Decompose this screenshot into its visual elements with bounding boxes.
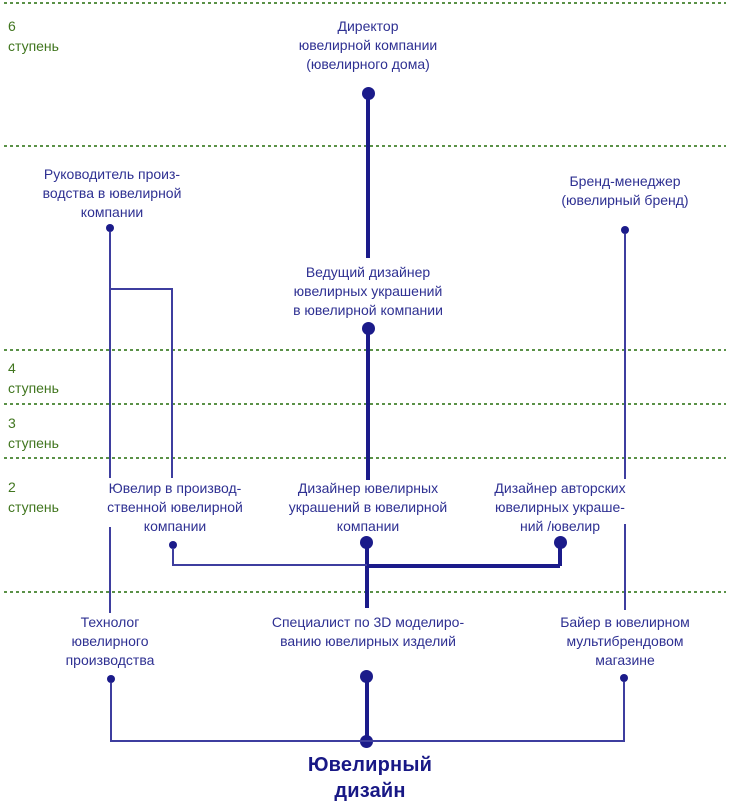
node-line: Директор: [337, 18, 399, 34]
step-word: ступень: [8, 380, 59, 396]
node-line: компании: [143, 518, 207, 534]
connector-dot-designer-author: [554, 536, 567, 549]
step-label-2: 2 ступень: [8, 477, 59, 517]
node-line: ний /ювелир: [519, 518, 601, 534]
node-line: компании: [80, 204, 144, 220]
title-line: Ювелирный: [307, 754, 433, 776]
step-label-6: 6 ступень: [8, 16, 59, 56]
connector-dot-buyer: [620, 674, 628, 682]
step-word: ступень: [8, 38, 59, 54]
node-jeweler-production: Ювелир в производ- ственной ювелирной ко…: [65, 479, 285, 536]
node-line: ственной ювелирной: [107, 499, 243, 515]
node-technologist: Технолог ювелирного производства: [30, 613, 190, 670]
node-line: Дизайнер авторских: [494, 480, 626, 496]
node-line: (ювелирный бренд): [561, 192, 689, 208]
node-line: Байер в ювелирном: [560, 614, 690, 630]
node-line: (ювелирного дома): [306, 56, 430, 72]
edge-brand-manager-down-lower: [624, 524, 626, 610]
edge-buyer-down: [623, 682, 625, 740]
node-line: Ювелир в производ-: [108, 480, 242, 496]
step-divider: [4, 145, 726, 147]
step-number: 6: [8, 18, 16, 34]
step-label-4: 4 ступень: [8, 358, 59, 398]
node-line: Специалист по 3D моделиро-: [271, 614, 465, 630]
step-label-3: 3 ступень: [8, 413, 59, 453]
edge-technologist-down: [110, 683, 112, 740]
edge-designer-author-down: [558, 545, 562, 566]
edge-head-production-down-lower: [109, 527, 111, 613]
diagram-title: Ювелирный дизайн: [255, 752, 485, 804]
edge-jeweler-down: [172, 548, 174, 566]
node-line: украшений в ювелирной: [288, 499, 448, 515]
edge-branch-to-jeweler: [109, 288, 173, 290]
connector-dot-jeweler: [169, 541, 177, 549]
edge-brand-manager-down-upper: [624, 234, 626, 479]
node-line: Ведущий дизайнер: [305, 264, 431, 280]
connector-dot-specialist: [360, 670, 373, 683]
connector-dot-brand-manager: [621, 226, 629, 234]
step-word: ступень: [8, 435, 59, 451]
step-number: 4: [8, 360, 16, 376]
node-brand-manager: Бренд-менеджер (ювелирный бренд): [525, 172, 725, 210]
node-line: Руководитель произ-: [43, 166, 181, 182]
node-line: ювелирных украше-: [495, 499, 625, 515]
step-number: 2: [8, 479, 16, 495]
node-designer-company: Дизайнер ювелирных украшений в ювелирной…: [253, 479, 483, 536]
node-line: водства в ювелирной: [42, 185, 182, 201]
node-director: Директор ювелирной компании (ювелирного …: [248, 17, 488, 74]
edge-jeweler-join: [172, 564, 367, 566]
step-word: ступень: [8, 499, 59, 515]
edge-designer-author-join: [367, 564, 560, 568]
node-line: мультибрендовом: [566, 633, 684, 649]
node-line: Дизайнер ювелирных: [297, 480, 439, 496]
node-line: ванию ювелирных изделий: [280, 633, 456, 649]
step-divider: [4, 349, 726, 351]
step-divider: [4, 2, 726, 4]
step-divider: [4, 457, 726, 459]
edge-designer-specialist: [365, 545, 369, 608]
connector-dot-head-production: [106, 224, 114, 232]
node-lead-designer: Ведущий дизайнер ювелирных украшений в ю…: [253, 263, 483, 320]
edge-head-production-down-upper: [109, 232, 111, 478]
node-line: производства: [65, 652, 155, 668]
connector-dot-director: [362, 87, 375, 100]
edge-bottom-collector: [110, 740, 625, 742]
edge-specialist-root: [365, 680, 369, 742]
node-line: компании: [336, 518, 400, 534]
step-number: 3: [8, 415, 16, 431]
edge-lead-designer-designer: [366, 330, 370, 480]
edge-branch-jeweler-down: [171, 288, 173, 478]
title-line: дизайн: [334, 780, 406, 802]
node-line: ювелирной компании: [298, 37, 438, 53]
node-head-production: Руководитель произ- водства в ювелирной …: [12, 165, 212, 222]
connector-dot-lead-designer: [362, 322, 375, 335]
node-line: Технолог: [80, 614, 140, 630]
node-designer-author: Дизайнер авторских ювелирных украше- ний…: [460, 479, 660, 536]
node-line: в ювелирной компании: [293, 302, 443, 318]
node-line: ювелирных украшений: [293, 283, 443, 299]
node-line: Бренд-менеджер: [569, 173, 681, 189]
connector-dot-technologist: [107, 675, 115, 683]
edge-director-lead-designer: [366, 98, 370, 258]
node-line: ювелирного: [71, 633, 149, 649]
node-buyer: Байер в ювелирном мультибрендовом магази…: [525, 613, 725, 670]
node-line: магазине: [595, 652, 655, 668]
node-specialist-3d: Специалист по 3D моделиро- ванию ювелирн…: [243, 613, 493, 651]
step-divider: [4, 403, 726, 405]
connector-dot-designer-company: [360, 536, 373, 549]
